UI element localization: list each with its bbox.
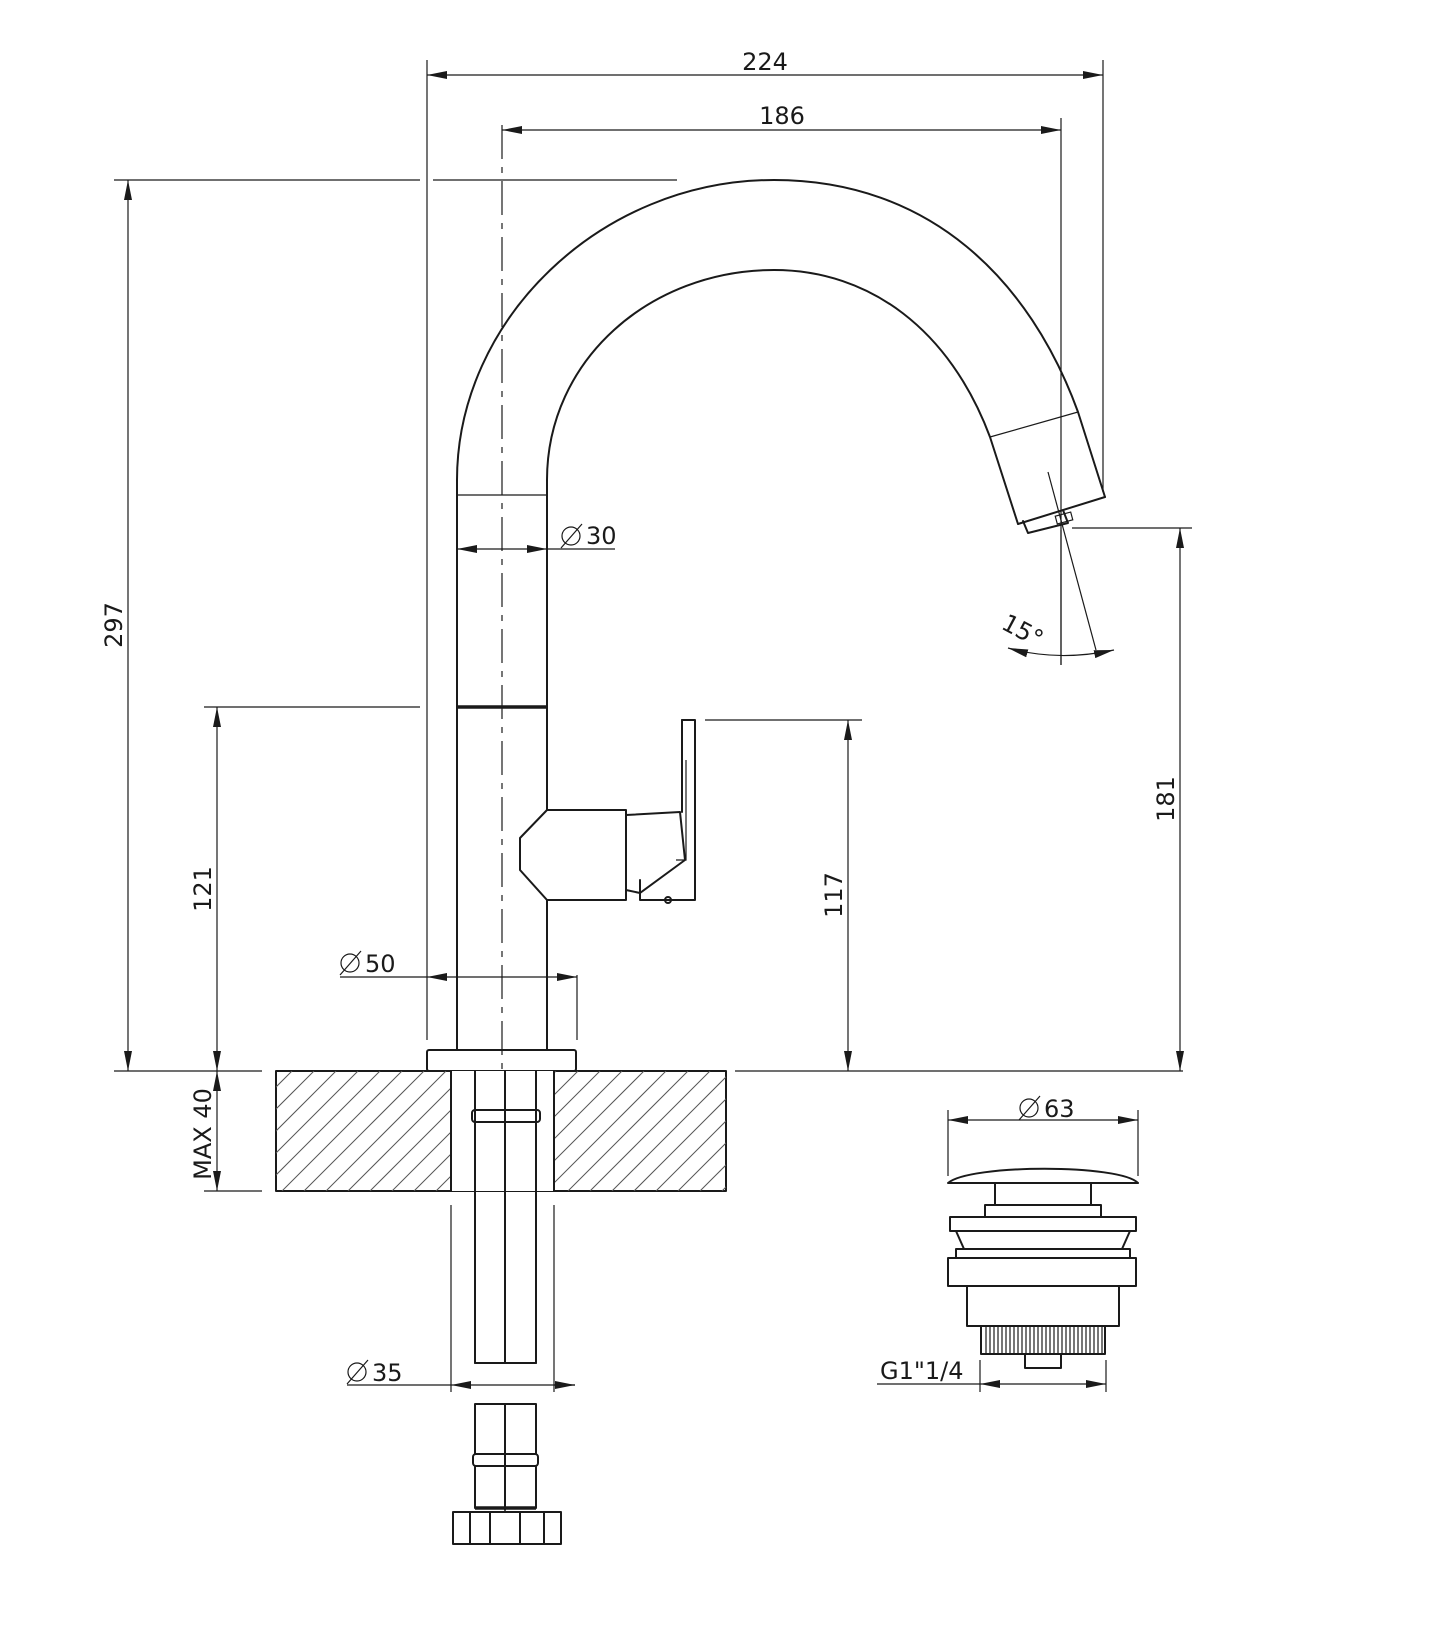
outlet-height-label: 181 — [1152, 776, 1180, 822]
max-deck-thickness-label: MAX 40 — [189, 1088, 217, 1180]
diameter-icon — [1018, 1095, 1041, 1121]
hatch-line — [677, 1142, 726, 1191]
dimension-lines — [114, 60, 1192, 1392]
diameter-icon — [560, 523, 583, 549]
hatch-line — [347, 1071, 469, 1191]
hatch-line — [655, 1120, 726, 1191]
hatch-line — [276, 1071, 381, 1176]
hatch-line — [325, 1071, 447, 1191]
hatch-line — [276, 1071, 359, 1154]
hatch-line — [545, 1071, 667, 1191]
hatch-line — [721, 1186, 726, 1191]
diameter-icon — [346, 1359, 369, 1385]
base-diameter-callout: 50 — [339, 950, 396, 978]
shank-diameter-label: 35 — [372, 1359, 403, 1387]
shank-diameter-callout: 35 — [346, 1359, 403, 1387]
base-diameter-label: 50 — [365, 950, 396, 978]
body-height-label: 121 — [189, 866, 217, 912]
waste-diameter-label: 63 — [1044, 1095, 1075, 1123]
dimension-labels: 224 186 297 121 MAX 40 117 181 30 50 35 — [100, 48, 1180, 1387]
hatch-line — [281, 1071, 403, 1191]
hatch-line — [699, 1164, 726, 1191]
spout-reach-label: 186 — [759, 102, 805, 130]
tube-diameter-label: 30 — [586, 522, 617, 550]
hatch-line — [276, 1071, 337, 1132]
hatch-line — [567, 1071, 689, 1191]
hatch-line — [744, 1071, 864, 1191]
deck-section — [275, 1070, 864, 1192]
waste-diameter-callout: 63 — [1018, 1095, 1075, 1123]
waste-valve — [947, 1167, 1139, 1369]
hatch-line — [611, 1076, 726, 1191]
hatch-line — [303, 1071, 425, 1191]
shank-and-hoses — [452, 1070, 562, 1545]
lever-handle — [519, 719, 696, 904]
hatch-line — [589, 1071, 711, 1191]
spout-angle-label: 15° — [997, 609, 1048, 654]
diameter-icon — [339, 950, 362, 976]
waste-thread-label: G1"1/4 — [880, 1357, 964, 1385]
overall-width-label: 224 — [742, 48, 788, 76]
spout — [456, 179, 1106, 534]
hatch-line — [276, 1071, 315, 1110]
total-height-label: 297 — [100, 602, 128, 648]
lever-height-label: 117 — [820, 872, 848, 918]
hatch-line — [633, 1098, 726, 1191]
tube-diameter-callout: 30 — [560, 522, 617, 550]
